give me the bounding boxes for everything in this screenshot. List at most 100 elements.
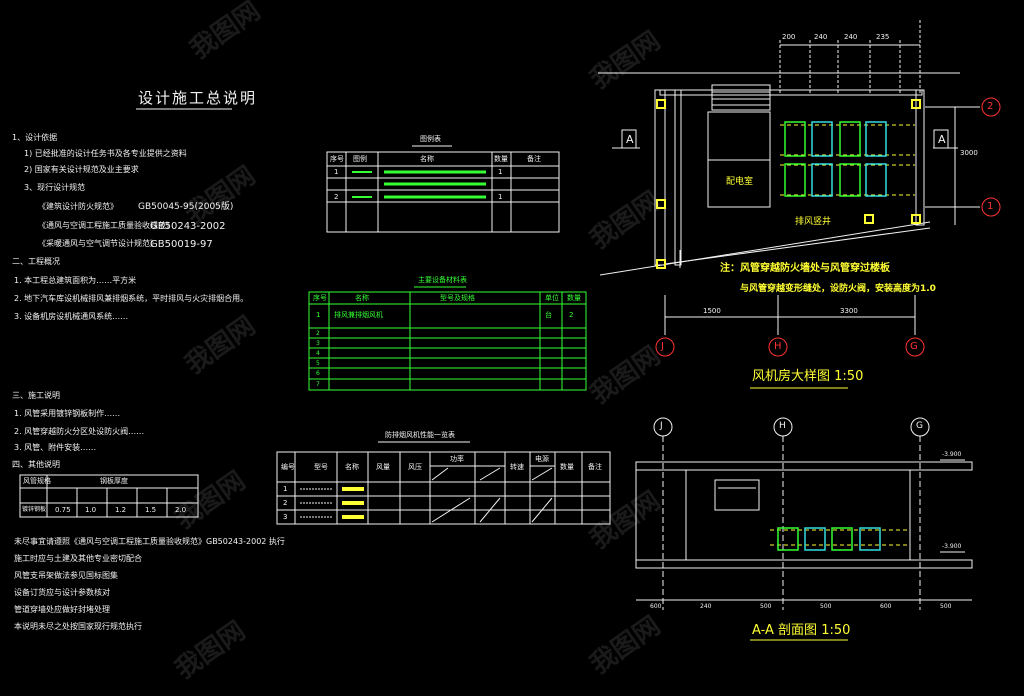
plan-axis-1: 1 — [987, 201, 994, 212]
table3-h1: 编号 — [281, 463, 295, 471]
plan-axis-j: J — [661, 341, 664, 352]
table3-r1c1: 1 — [283, 485, 288, 493]
table2-r1c4: 台 — [545, 311, 552, 319]
bottom-note-2: 施工时应与土建及其他专业密切配合 — [14, 554, 142, 563]
section-level-bottom: -3.900 — [942, 543, 962, 550]
plan-dim-bottom-2: 3300 — [840, 307, 858, 315]
bottom-note-5: 管道穿墙处应做好封堵处理 — [14, 605, 110, 614]
section-title: A-A 剖面图 1:50 — [752, 624, 850, 637]
table1-r2c4: 1 — [498, 193, 503, 201]
table3-h10: 备注 — [588, 463, 602, 471]
table2-r1c5: 2 — [569, 311, 574, 319]
thickness-header-2: 钢板厚度 — [100, 477, 128, 485]
table2-r4c1: 4 — [316, 350, 320, 357]
table1-h3: 名称 — [420, 155, 434, 163]
plan-dim-bottom-1: 1500 — [703, 307, 721, 315]
notes-section-4: 3、现行设计规范 — [24, 183, 86, 192]
plan-title-text: 风机房大样图 — [752, 369, 831, 384]
table3-h7: 转速 — [510, 463, 524, 471]
thickness-cell-4: 1.2 — [115, 506, 127, 514]
section-dim-5: 600 — [880, 603, 892, 610]
table3-r2c1: 2 — [283, 499, 288, 507]
table2-r3c1: 3 — [316, 340, 320, 347]
thickness-cell-6: 2.0 — [175, 506, 187, 514]
table2-h3: 型号及规格 — [440, 294, 475, 302]
table3-h4: 风量 — [376, 463, 390, 471]
table1-h1: 序号 — [330, 155, 344, 163]
notes-line-5: 三、施工说明 — [12, 391, 60, 400]
table2-h1: 序号 — [313, 294, 327, 302]
bottom-note-1: 未尽事宜请遵照《通风与空调工程施工质量验收规范》GB50243-2002 执行 — [14, 537, 285, 546]
plan-dim-right: 3000 — [960, 149, 978, 157]
notes-line-6: 1. 风管采用镀锌钢板制作…… — [14, 409, 121, 418]
plan-title: 风机房大样图 1:50 — [752, 370, 863, 383]
section-dim-1: 600 — [650, 603, 662, 610]
notes-section-3: 2) 国家有关设计规范及业主要求 — [24, 165, 139, 174]
section-dim-3: 500 — [760, 603, 772, 610]
notes-line-8: 3. 风管、附件安装…… — [14, 443, 97, 452]
table2-h4: 单位 — [545, 294, 559, 302]
plan-axis-2: 2 — [987, 101, 994, 112]
table1-r1c4: 1 — [498, 168, 503, 176]
table3-h6: 功率 — [450, 455, 464, 463]
table3-h8: 电源 — [535, 455, 549, 463]
notes-line-2: 1. 本工程总建筑面积为……平方米 — [14, 276, 137, 285]
notes-title: 设计施工总说明 — [138, 89, 258, 107]
table1-h2: 图例 — [353, 155, 367, 163]
plan-axis-g: G — [910, 341, 918, 352]
plan-dim-top-3: 240 — [844, 33, 858, 41]
table1-h4: 数量 — [494, 155, 508, 163]
table3-r3c1: 3 — [283, 513, 288, 521]
table3-h9: 数量 — [560, 463, 574, 471]
notes-line-3: 2. 地下汽车库设机械排风兼排烟系统，平时排风与火灾排烟合用。 — [14, 294, 249, 303]
plan-section-mark-left: A — [626, 133, 634, 146]
code-number-1: GB50045-95(2005版) — [138, 202, 234, 212]
plan-room-label: 配电室 — [726, 177, 754, 187]
table2-r1c2: 排风兼排烟风机 — [334, 311, 383, 319]
table2-r7c1: 7 — [316, 381, 320, 388]
code-name-1: 《建筑设计防火规范》 — [38, 202, 118, 211]
table2-title: 主要设备材料表 — [418, 276, 467, 284]
notes-line-7: 2. 风管穿越防火分区处设防火阀…… — [14, 427, 145, 436]
notes-line-9: 四、其他说明 — [12, 460, 60, 469]
section-title-text: A-A 剖面图 — [752, 623, 818, 638]
plan-dim-top-2: 240 — [814, 33, 828, 41]
notes-section-1: 1、设计依据 — [12, 133, 58, 142]
notes-line-4: 3. 设备机房设机械通风系统…… — [14, 312, 129, 321]
notes-section-2: 1) 已经批准的设计任务书及各专业提供之资料 — [24, 149, 187, 158]
table3-h3: 名称 — [345, 463, 359, 471]
table2-r1c1: 1 — [316, 311, 321, 319]
plan-dim-top-4: 235 — [876, 33, 890, 41]
section-dim-6: 500 — [940, 603, 952, 610]
table3-h2: 型号 — [314, 463, 328, 471]
table2-h2: 名称 — [355, 294, 369, 302]
section-dim-2: 240 — [700, 603, 712, 610]
plan-dim-top-1: 200 — [782, 33, 796, 41]
section-scale: 1:50 — [821, 623, 851, 638]
plan-note-2: 与风管穿越变形缝处，设防火阀，安装高度为1.0 — [740, 284, 936, 294]
table1-title: 图例表 — [420, 135, 441, 143]
code-name-2: 《通风与空调工程施工质量验收规范》 — [38, 221, 174, 230]
code-number-3: GB50019-97 — [150, 239, 213, 250]
section-dim-4: 500 — [820, 603, 832, 610]
section-level-top: -3.900 — [942, 451, 962, 458]
bottom-note-6: 本说明未尽之处按国家现行规范执行 — [14, 622, 142, 631]
table1-r2c1: 2 — [334, 193, 339, 201]
thickness-header-1: 风管规格 — [23, 477, 51, 485]
table1-r1c1: 1 — [334, 168, 339, 176]
thickness-cell-1: 镀锌钢板 — [22, 506, 47, 513]
thickness-cell-5: 1.5 — [145, 506, 157, 514]
plan-shaft-label: 排风竖井 — [795, 217, 832, 227]
section-axis-j: J — [660, 421, 663, 431]
plan-axis-h: H — [774, 341, 782, 352]
plan-section-mark-right: A — [938, 133, 946, 146]
table3-h5: 风压 — [408, 463, 422, 471]
